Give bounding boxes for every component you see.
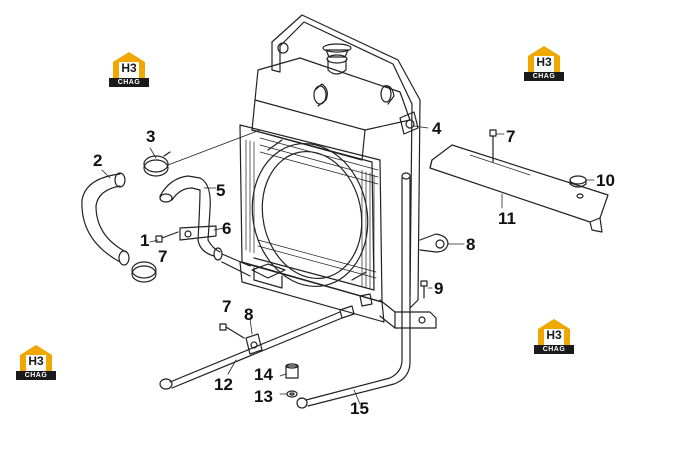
mounting-foot: [379, 299, 437, 329]
radiator-bottom-tank: [239, 261, 385, 323]
cover-plate: [429, 144, 609, 233]
callout-7-lower: 7: [222, 297, 232, 316]
brand-logo-bottom-right: H3 CHAG: [534, 317, 574, 355]
house-icon: [20, 345, 52, 371]
oil-line-15: [296, 329, 411, 409]
callout-11: 11: [498, 209, 516, 228]
radiator-fins: [245, 137, 379, 290]
washer-13: [286, 390, 298, 398]
brand-name: CHAG: [524, 72, 564, 81]
callout-7-left: 7: [158, 247, 168, 266]
callout-2: 2: [93, 151, 103, 170]
brand-name: CHAG: [16, 371, 56, 380]
leader-lines: [101, 125, 595, 405]
callout-3: 3: [146, 127, 156, 146]
hose-clamp-lower: [131, 261, 157, 283]
brand-letters: H3: [536, 55, 552, 69]
brand-logo-bottom-left: H3 CHAG: [16, 343, 56, 381]
callout-4: 4: [432, 119, 442, 138]
callout-15: 15: [350, 399, 369, 418]
bolt-7-lower: [219, 323, 245, 339]
hose-clamp-upper: [143, 151, 171, 177]
pipe-clip: [179, 225, 217, 241]
callout-8-lower: 8: [244, 305, 254, 324]
callout-5: 5: [216, 181, 226, 200]
callout-8-right: 8: [466, 235, 476, 254]
frame-bracket: [271, 14, 421, 309]
brand-letters: H3: [546, 328, 562, 342]
brand-name: CHAG: [109, 78, 149, 87]
house-icon: [113, 52, 145, 78]
callout-1: 1: [140, 231, 150, 250]
callout-6: 6: [222, 219, 232, 238]
callout-13: 13: [254, 387, 273, 406]
callout-14: 14: [254, 365, 273, 384]
radiator-top-tank: [251, 43, 419, 161]
brand-letters: H3: [121, 61, 137, 75]
bolt-7-left: [155, 231, 179, 243]
bolt-7-top: [489, 129, 497, 163]
bolt-9: [420, 280, 428, 299]
hose-upper: [81, 172, 130, 266]
nut-14: [285, 363, 299, 379]
brand-logo-top-left: H3 CHAG: [109, 50, 149, 88]
bracket-clip-right: [419, 233, 449, 253]
brand-name: CHAG: [534, 345, 574, 354]
house-icon: [538, 319, 570, 345]
bracket-clip-lower: [245, 333, 263, 355]
oil-line-12: [159, 305, 355, 390]
lower-connector-hose: [221, 253, 251, 277]
brand-logo-top-right: H3 CHAG: [524, 44, 564, 82]
vertical-pipe: [401, 172, 411, 331]
brand-letters: H3: [28, 354, 44, 368]
callout-9: 9: [434, 279, 444, 298]
callout-10: 10: [596, 171, 615, 190]
callout-7-top: 7: [506, 127, 516, 146]
callout-12: 12: [214, 375, 233, 394]
house-icon: [528, 46, 560, 72]
pipe-elbow: [159, 175, 223, 261]
